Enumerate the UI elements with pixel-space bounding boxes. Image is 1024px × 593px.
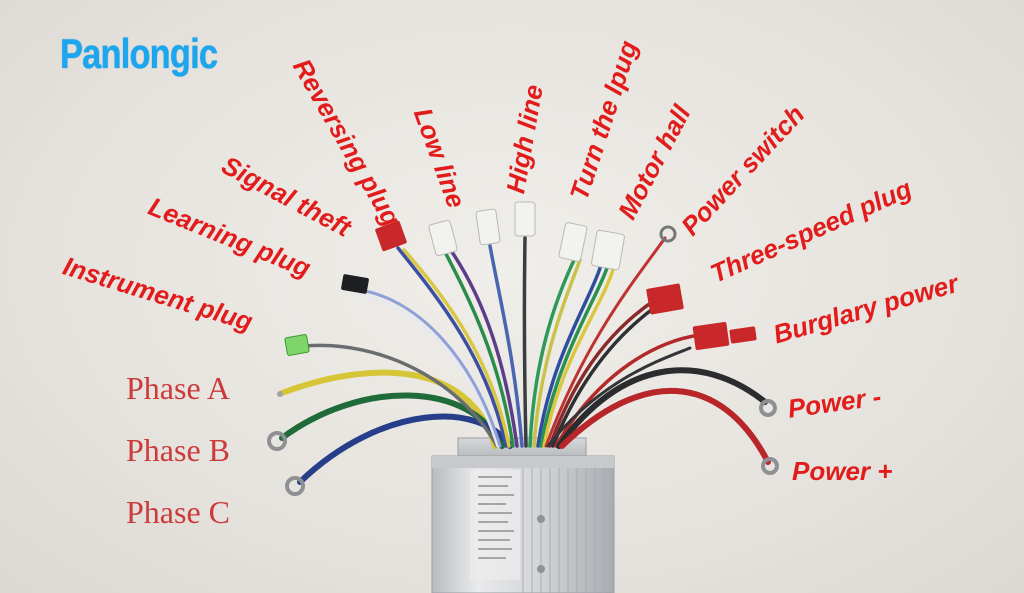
label-power-plus: Power + xyxy=(792,456,893,486)
controller-body xyxy=(431,455,615,593)
instrument-wire xyxy=(303,343,499,448)
label-phase-c: Phase C xyxy=(126,494,230,530)
power-switch-terminal xyxy=(659,225,677,243)
phase-a-terminal xyxy=(277,391,283,397)
power-minus-terminal xyxy=(759,399,777,417)
reversing-connector xyxy=(375,220,407,252)
label-phase-b: Phase B xyxy=(126,432,230,468)
motor-hall-connector xyxy=(591,229,625,271)
phase-b-terminal xyxy=(267,431,287,451)
phase-c-terminal xyxy=(285,476,305,496)
burglary-connector xyxy=(692,322,757,350)
connectors xyxy=(267,201,779,496)
wire-harness xyxy=(279,236,771,485)
low-line-connector xyxy=(428,219,458,257)
sticker-text xyxy=(478,476,514,559)
instrument-connector xyxy=(284,334,310,356)
three-speed-connector xyxy=(646,283,684,315)
high-line-connector-2 xyxy=(514,201,536,237)
learning-connector xyxy=(341,274,369,294)
turn-connector xyxy=(558,222,588,262)
high-line-connector xyxy=(475,208,501,246)
label-phase-a: Phase A xyxy=(126,370,230,406)
brand-logo: Panlongic xyxy=(60,30,218,77)
power-plus-terminal xyxy=(761,457,779,475)
